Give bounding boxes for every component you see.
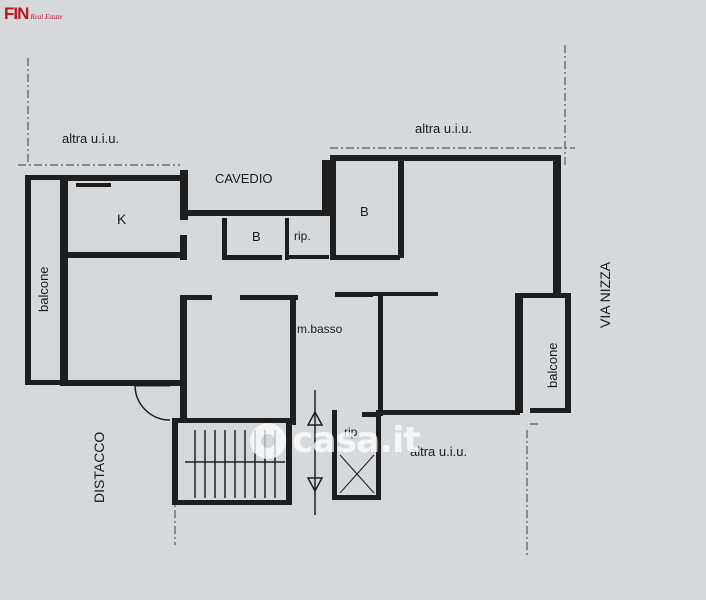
section-arrows bbox=[306, 390, 324, 515]
brand-logo: FIN Real Estate bbox=[4, 4, 62, 24]
watermark-text: casa.it bbox=[292, 420, 421, 461]
windows bbox=[64, 200, 560, 385]
right-balcony-label: balcone bbox=[545, 342, 560, 388]
elevator-cross bbox=[339, 454, 375, 494]
stair-treads bbox=[185, 430, 285, 498]
other-unit-label-top-left: altra u.i.u. bbox=[62, 131, 119, 146]
left-balcony-label: balcone bbox=[36, 266, 51, 312]
entrance-door-swing bbox=[134, 385, 171, 421]
bathroom-label-large: B bbox=[360, 204, 369, 219]
bathroom-label-small: B bbox=[252, 229, 261, 244]
kitchen-label: K bbox=[117, 211, 127, 227]
watermark: casa.it bbox=[250, 420, 421, 461]
brand-name: FIN bbox=[4, 4, 29, 23]
courtyard-label: CAVEDIO bbox=[215, 171, 273, 186]
other-unit-label-top-right: altra u.i.u. bbox=[415, 121, 472, 136]
detachment-label: DISTACCO bbox=[91, 432, 107, 503]
storage-label-bottom: rip bbox=[344, 425, 358, 439]
watermark-logo-icon bbox=[250, 422, 286, 459]
walls bbox=[25, 155, 571, 505]
other-unit-label-bottom: altra u.i.u. bbox=[410, 444, 467, 459]
low-wall-label: m.basso bbox=[297, 322, 343, 336]
street-label: VIA NIZZA bbox=[597, 261, 613, 328]
storage-label-top: rip. bbox=[294, 229, 311, 243]
brand-tagline: Real Estate bbox=[30, 13, 63, 21]
